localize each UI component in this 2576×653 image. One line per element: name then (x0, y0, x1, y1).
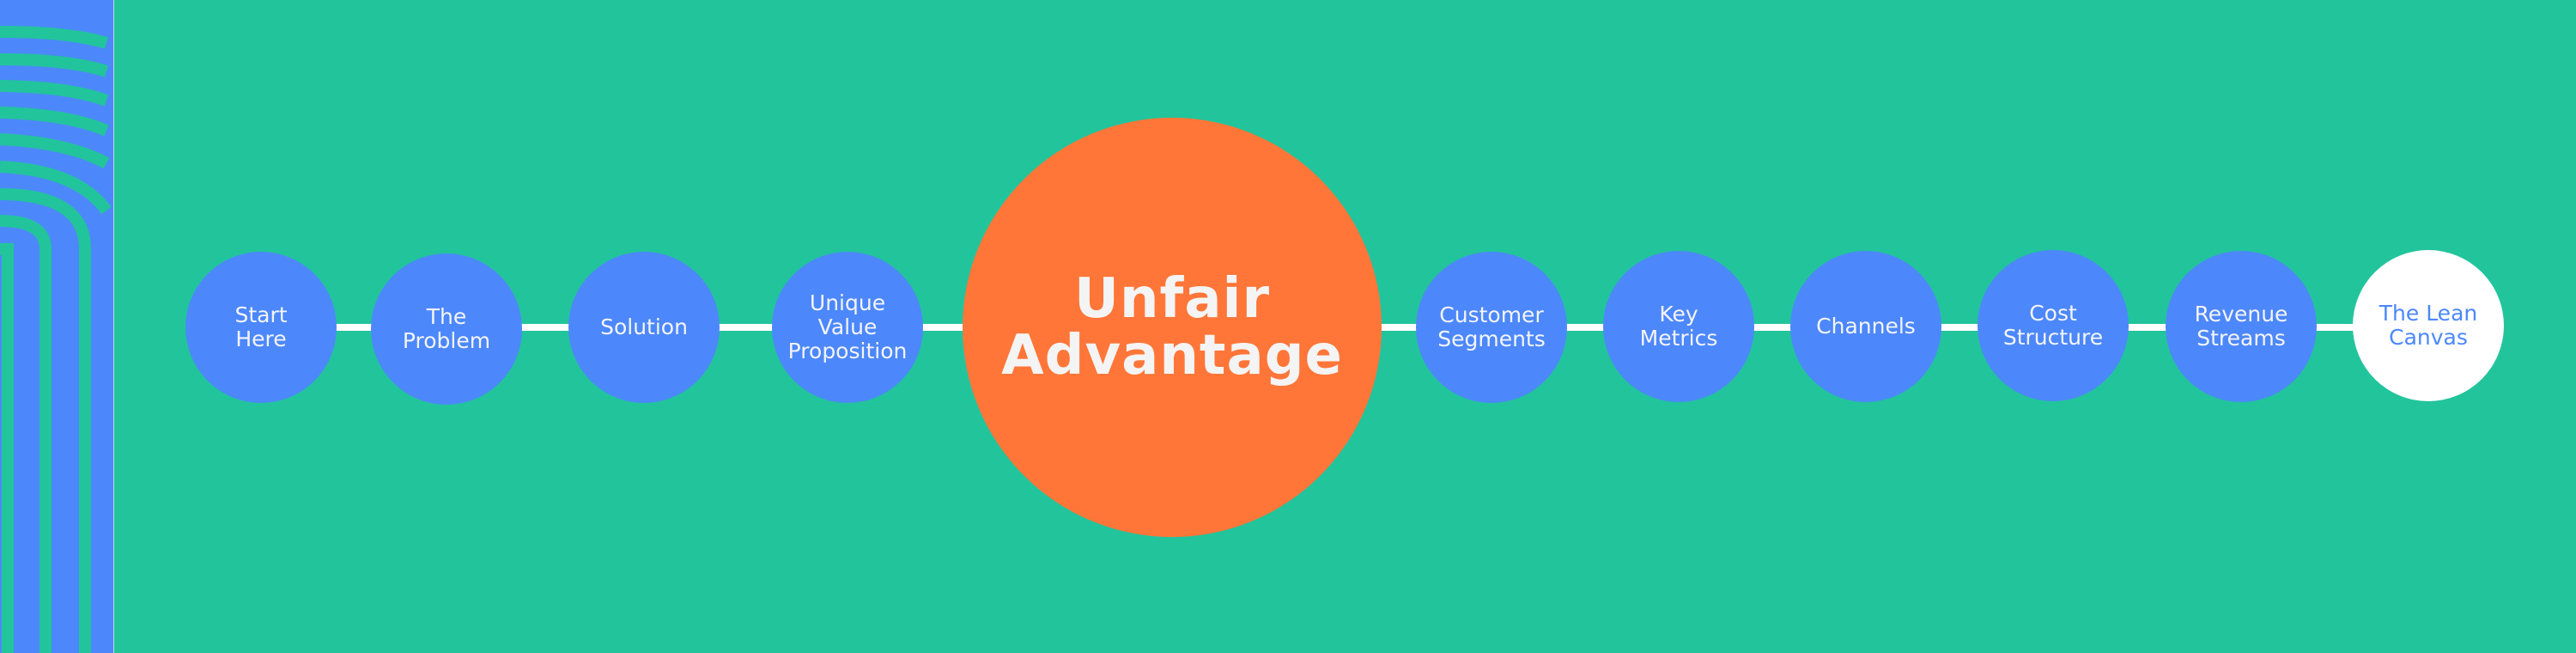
step-revenue-streams[interactable]: Revenue Streams (2166, 251, 2317, 402)
step-start-here[interactable]: Start Here (185, 252, 337, 403)
step-unique-value-proposition[interactable]: Unique Value Proposition (772, 252, 923, 403)
step-customer-segments[interactable]: Customer Segments (1416, 252, 1567, 403)
step-the-lean-canvas[interactable]: The Lean Canvas (2353, 250, 2504, 401)
step-label: Channels (1816, 314, 1916, 339)
step-label: The Problem (402, 304, 491, 353)
step-label: Unfair Advantage (1001, 267, 1343, 388)
step-label: Start Here (234, 302, 288, 351)
step-label: Key Metrics (1639, 302, 1718, 351)
step-label: Unique Value Proposition (787, 290, 908, 363)
step-label: Cost Structure (2002, 301, 2104, 350)
step-solution[interactable]: Solution (568, 252, 720, 403)
step-unfair-advantage-highlighted[interactable]: Unfair Advantage (963, 118, 1382, 537)
decorative-arc-pattern (0, 0, 114, 653)
step-label: Solution (600, 314, 688, 339)
step-label: Customer Segments (1437, 302, 1546, 351)
step-cost-structure[interactable]: Cost Structure (1978, 250, 2129, 401)
step-label: Revenue Streams (2194, 302, 2288, 351)
step-channels[interactable]: Channels (1790, 251, 1941, 402)
step-label: The Lean Canvas (2379, 301, 2478, 350)
step-key-metrics[interactable]: Key Metrics (1603, 251, 1754, 402)
step-the-problem[interactable]: The Problem (371, 253, 522, 405)
